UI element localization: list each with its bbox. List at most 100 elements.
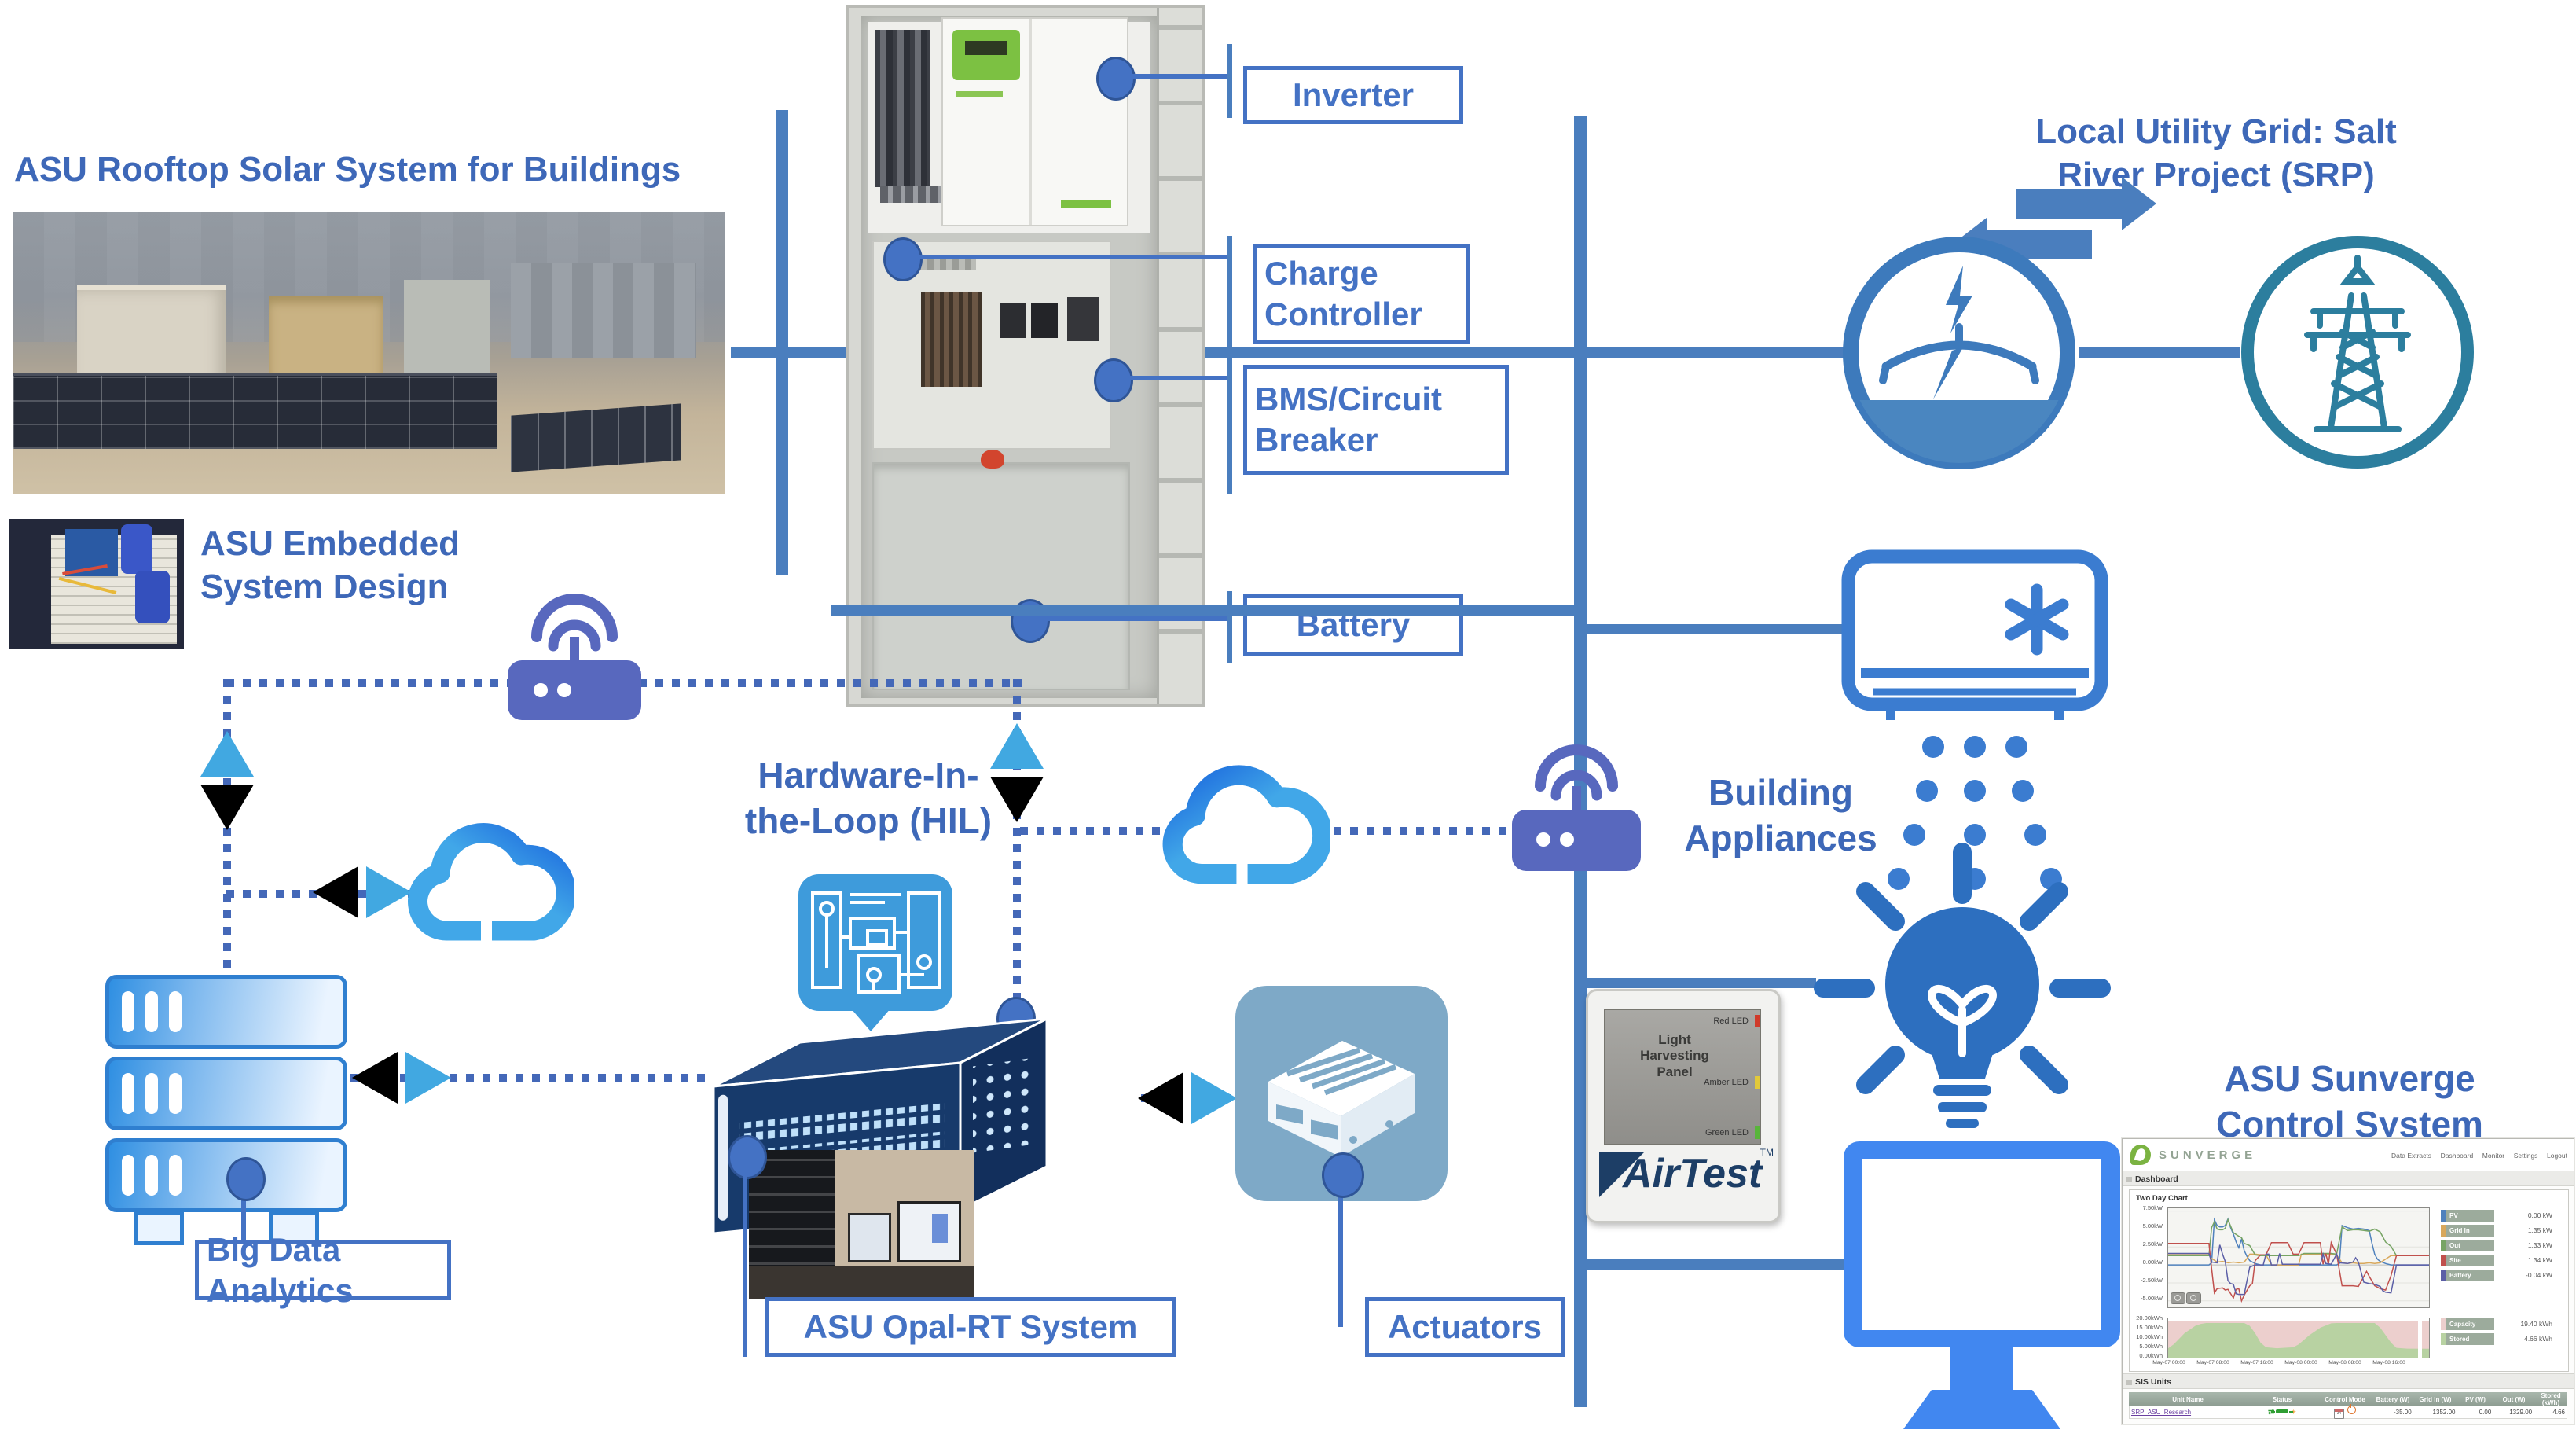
server-unit (105, 1057, 347, 1130)
hil-title: Hardware-In- the-Loop (HIL) (711, 753, 1026, 843)
legend-gridin: Grid In (2446, 1225, 2494, 1237)
airtest-screen: Light Harvesting Panel Red LED Amber LED… (1604, 1009, 1761, 1145)
breaker-2 (1031, 303, 1058, 338)
hil-title-line1: Hardware-In- (758, 755, 979, 796)
legend-stored-value: 4.66 kWh (2524, 1335, 2552, 1343)
airtest-led-red (1755, 1015, 1760, 1027)
opal-photo-monitor-chart (932, 1213, 948, 1244)
th-stored: Stored (kWh) (2541, 1392, 2561, 1406)
rooftop-photo-equipment (511, 263, 696, 359)
hil-down-arrow-icon (990, 777, 1044, 822)
server-stack-icon (105, 975, 347, 1245)
dotted-hil-vertical (1013, 679, 1021, 1000)
two-day-chart-title: Two Day Chart (2136, 1194, 2188, 1203)
actuators-label: Actuators (1365, 1297, 1565, 1357)
legend-swatch-battery (2441, 1270, 2446, 1281)
breaker-3 (1067, 297, 1099, 341)
breaker-1 (1000, 303, 1026, 338)
nav-settings[interactable]: Settings (2514, 1152, 2542, 1160)
calendar-icon: 34 (2333, 1409, 2344, 1419)
charge-controller-callout-line (913, 255, 1232, 259)
actuator-device-icon (1268, 1041, 1415, 1157)
kw-tick: 2.50kW (2142, 1240, 2163, 1248)
airtest-led-amber (1755, 1076, 1760, 1089)
building-appliances-title: Building Appliances (1684, 772, 1877, 858)
legend-capacity: Capacity (2446, 1318, 2494, 1330)
th-pv: PV (W) (2465, 1395, 2486, 1403)
nav-monitor[interactable]: Monitor (2482, 1152, 2509, 1160)
flow-down-arrow-icon (200, 785, 254, 830)
connector-photo-cabinet (731, 347, 847, 358)
airtest-tm: TM (1760, 1147, 1774, 1158)
server-left-arrow-icon (352, 1052, 398, 1104)
capacity-area-chart (2167, 1318, 2430, 1358)
actuator-left-arrow-icon (1138, 1072, 1183, 1124)
th-control-mode: Control Mode (2325, 1395, 2365, 1403)
bigdata-callout-dot (226, 1157, 266, 1201)
th-out: Out (W) (2502, 1395, 2526, 1403)
x-tick: May-08 00:00 (2284, 1360, 2317, 1365)
rooftop-photo-solar-array (13, 373, 497, 450)
rooftop-photo (13, 212, 725, 494)
bigdata-label: Big Data Analytics (195, 1231, 451, 1309)
flow-right-arrow-icon (366, 866, 412, 918)
status-icons: ⇄☀ (2247, 1408, 2317, 1417)
bms-callout-line (1122, 376, 1232, 380)
transmission-tower-icon (2241, 236, 2474, 469)
legend-capacity-value: 19.40 kWh (2520, 1320, 2552, 1328)
hil-up-arrow-icon (990, 723, 1044, 769)
airtest-led-green (1755, 1126, 1760, 1139)
monitor-bezel (1844, 1141, 2120, 1347)
connector-meter-to-tower (2079, 347, 2240, 358)
legend-pv-value: 0.00 kW (2527, 1211, 2552, 1219)
sun-icon: ☀ (2290, 1408, 2297, 1416)
cell-pv: 0.00 (2479, 1409, 2492, 1416)
sunverge-brand: SUNVERGE (2159, 1148, 2257, 1162)
unit-link[interactable]: SRP_ASU_Research (2131, 1409, 2192, 1416)
table-header-row: Unit Name Status Control Mode Battery (W… (2129, 1392, 2567, 1406)
sis-units-table: Unit Name Status Control Mode Battery (W… (2129, 1392, 2567, 1419)
table-row: SRP_ASU_Research ⇄☀ 34 -35.00 1352.00 0.… (2129, 1404, 2567, 1419)
zoom-out-button[interactable] (2186, 1292, 2201, 1304)
airtest-led-amber-label: Amber LED (1704, 1078, 1749, 1087)
dashboard-panel: Two Day Chart 7.50kW 5.00kW 2.50kW 0.00k… (2129, 1189, 2569, 1372)
grid-export-arrow-icon (2016, 177, 2156, 230)
th-grid-in: Grid In (W) (2419, 1395, 2452, 1403)
sunverge-title: ASU Sunverge Control System (2216, 1058, 2483, 1145)
two-day-line-chart (2167, 1207, 2430, 1308)
embedded-photo-ct-clamp-2 (134, 571, 171, 623)
plug-icon (2271, 1409, 2294, 1413)
opal-callout-line (743, 1173, 747, 1357)
sunverge-logo-icon (2130, 1145, 2151, 1165)
connector-bus-to-meter (1205, 347, 1844, 358)
sis-units-section-bar: SIS Units (2123, 1373, 2574, 1389)
bms-callout-dot (1094, 358, 1133, 402)
legend-battery: Battery (2446, 1270, 2494, 1281)
connector-main-vertical (1574, 116, 1587, 1407)
zoom-in-button[interactable] (2171, 1292, 2185, 1304)
server-foot (134, 1211, 184, 1245)
kw-tick: 0.00kW (2142, 1259, 2163, 1266)
actuator-tile-icon (1235, 986, 1448, 1201)
monitor-stand (1903, 1390, 2060, 1429)
inverter-logo-stripe (956, 91, 1003, 97)
kw-tick: -5.00kW (2141, 1295, 2163, 1302)
th-battery: Battery (W) (2376, 1395, 2410, 1403)
airtest-logo-triangle (1599, 1152, 1645, 1197)
cabinet-photo (846, 5, 1205, 707)
flow-left-arrow-icon (313, 866, 358, 918)
actuator-callout-dot (1322, 1152, 1364, 1198)
x-tick: May-08 16:00 (2372, 1360, 2405, 1365)
legend-site: Site (2446, 1255, 2494, 1266)
kwh-tick: 20.00kWh (2136, 1314, 2163, 1321)
cloud-icon-left (408, 823, 574, 950)
nav-data-extracts[interactable]: Data Extracts (2391, 1152, 2435, 1160)
nav-logout[interactable]: Logout (2547, 1152, 2567, 1160)
bms-label: BMS/Circuit Breaker (1243, 365, 1509, 475)
connector-bus-to-monitor (1580, 1259, 1848, 1270)
control-mode-icons: 34 (2317, 1404, 2372, 1419)
cloud-icon-right (1162, 765, 1330, 893)
legend-swatch-pv (2441, 1210, 2446, 1222)
nav-dashboard[interactable]: Dashboard (2441, 1152, 2478, 1160)
